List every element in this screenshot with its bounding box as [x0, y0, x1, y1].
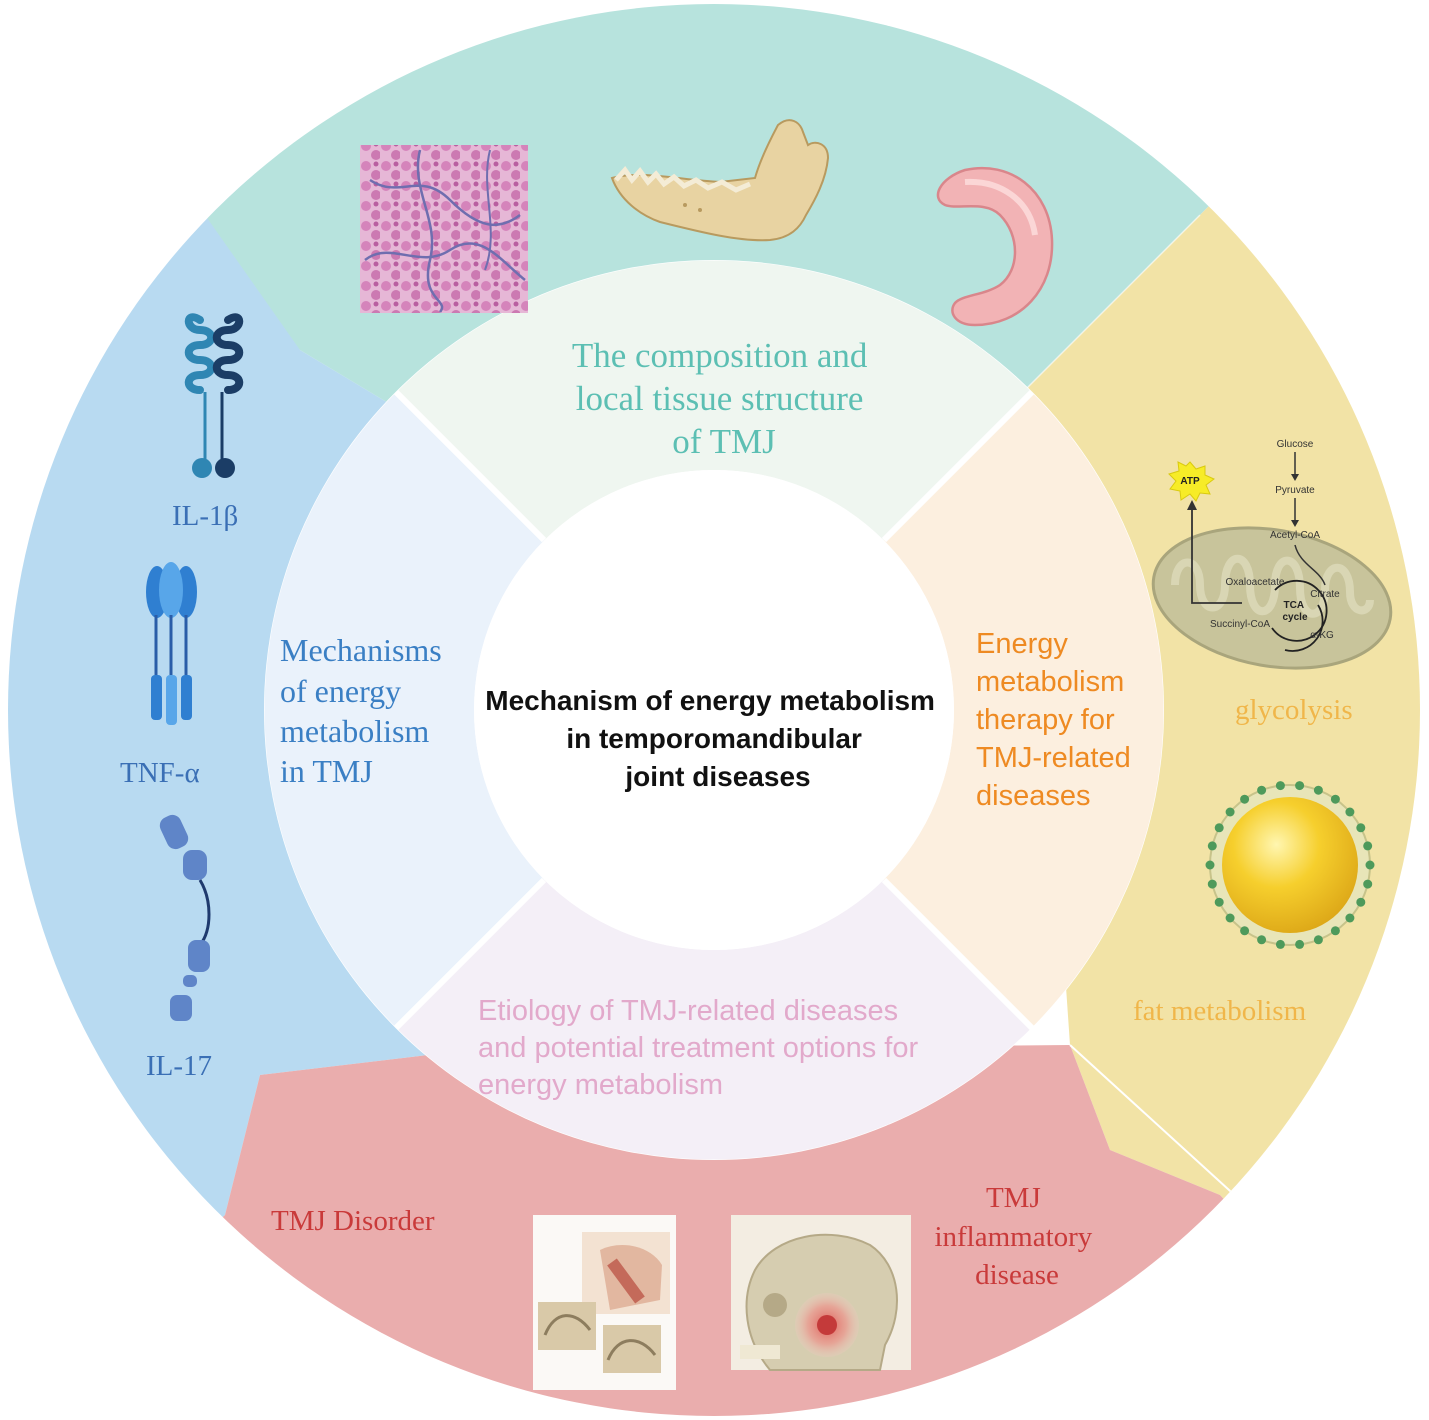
lipid-bead-icon: [1257, 935, 1267, 945]
tmj-disorder-illustration-icon: [533, 1215, 676, 1390]
inner-label-left-line: in TMJ: [280, 753, 373, 789]
tca-succinyl-coa: Succinyl-CoA: [1210, 619, 1270, 630]
lipid-bead-icon: [1295, 939, 1305, 949]
lipid-bead-icon: [1214, 897, 1224, 907]
tca-cycle-label: TCA cycle: [1282, 600, 1307, 623]
inner-segment-left: [264, 392, 545, 1028]
inner-label-top-line: of TMJ: [672, 422, 775, 461]
lipid-bead-icon: [1225, 807, 1235, 817]
tca-cycle-line: TCA: [1284, 600, 1304, 611]
inner-label-bottom-line: and potential treatment options for: [478, 1032, 918, 1064]
lipid-bead-icon: [1275, 939, 1285, 949]
outer-section-left: [8, 4, 470, 1416]
label-tnf-alpha: TNF-α: [120, 757, 200, 789]
lipid-bead-icon: [1313, 935, 1323, 945]
tca-citrate: Citrate: [1310, 589, 1340, 600]
lipid-bead-icon: [1207, 841, 1217, 851]
inner-label-bottom-line: Etiology of TMJ-related diseases: [478, 995, 898, 1027]
inner-label-right-line: diseases: [976, 780, 1090, 812]
mandible-bone-icon: [610, 119, 830, 242]
label-il-1b: IL-1β: [172, 500, 238, 532]
il17-receptor-icon: [159, 814, 211, 1021]
lipid-bead-icon: [1275, 781, 1285, 791]
tca-cycle-line: cycle: [1282, 612, 1307, 623]
inner-label-left: Mechanisms of energy metabolism in TMJ: [280, 632, 450, 789]
inner-label-right-line: TMJ-related: [976, 742, 1131, 774]
inner-segment-top: [396, 260, 1032, 541]
center-title-line: Mechanism of energy metabolism: [485, 685, 935, 716]
inner-label-right-line: metabolism: [976, 666, 1124, 698]
inner-label-right: Energy metabolism therapy for TMJ-relate…: [976, 628, 1139, 812]
lipid-bead-icon: [1345, 807, 1355, 817]
tca-oxaloacetate: Oxaloacetate: [1226, 577, 1285, 588]
lipid-bead-icon: [1363, 841, 1373, 851]
inner-ring: [264, 260, 1164, 1160]
lipid-bead-icon: [1330, 926, 1340, 936]
lipid-bead-icon: [1313, 785, 1323, 795]
label-tmj-inflammatory-disease: TMJ inflammatory disease: [934, 1182, 1099, 1291]
inner-label-bottom: Etiology of TMJ-related diseases and pot…: [478, 995, 926, 1101]
il1b-receptor-icon: [184, 313, 244, 478]
label-tmj-disorder: TMJ Disorder: [271, 1205, 435, 1237]
pathway-glucose: Glucose: [1277, 439, 1314, 450]
inner-label-top-line: The composition and: [572, 336, 868, 375]
inner-label-bottom-line: energy metabolism: [478, 1069, 723, 1101]
atp-label: ATP: [1180, 476, 1200, 487]
center-title-line: joint diseases: [624, 761, 810, 792]
inner-label-top-line: local tissue structure: [576, 379, 864, 418]
lipid-droplet-icon: [1205, 781, 1375, 949]
inner-segment-right: [883, 392, 1164, 1028]
skull-inflammation-icon: [731, 1215, 911, 1371]
lipid-bead-icon: [1363, 879, 1373, 889]
label-fat-metabolism: fat metabolism: [1133, 995, 1307, 1027]
lipid-bead-icon: [1214, 823, 1224, 833]
atp-burst-icon: ATP: [1168, 461, 1215, 502]
label-tmj-inflammatory-line: inflammatory: [934, 1221, 1092, 1253]
lipid-bead-icon: [1356, 823, 1366, 833]
lipid-bead-icon: [1257, 785, 1267, 795]
pathway-diagram: Glucose Pyruvate Acetyl-CoA TCA cycle Ox…: [1187, 439, 1340, 652]
lipid-bead-icon: [1225, 913, 1235, 923]
label-tmj-inflammatory-line: disease: [975, 1259, 1059, 1291]
center-title-line: in temporomandibular: [566, 723, 862, 754]
tnf-alpha-receptor-icon: [146, 562, 197, 725]
center-title: Mechanism of energy metabolism in tempor…: [485, 685, 942, 792]
lipid-bead-icon: [1207, 879, 1217, 889]
tca-alpha-kg: α-KG: [1310, 630, 1334, 641]
inner-segment-bottom: [396, 879, 1032, 1160]
lipid-bead-icon: [1240, 926, 1250, 936]
inner-label-left-line: metabolism: [280, 713, 429, 749]
pathway-acetyl-coa: Acetyl-CoA: [1270, 530, 1320, 541]
lipid-bead-icon: [1365, 860, 1375, 870]
label-glycolysis: glycolysis: [1235, 694, 1353, 726]
label-il-17: IL-17: [146, 1050, 212, 1082]
inner-label-right-line: therapy for: [976, 704, 1115, 736]
inner-label-left-line: Mechanisms: [280, 632, 442, 668]
lipid-bead-icon: [1240, 794, 1250, 804]
center-circle: [474, 470, 954, 950]
pathway-pyruvate: Pyruvate: [1275, 485, 1315, 496]
inner-label-top: The composition and local tissue structu…: [572, 336, 876, 461]
inner-label-right-line: Energy: [976, 628, 1068, 660]
label-tmj-inflammatory-line: TMJ: [986, 1182, 1041, 1214]
inner-label-left-line: of energy: [280, 673, 401, 709]
lipid-bead-icon: [1345, 913, 1355, 923]
lipid-bead-icon: [1205, 860, 1215, 870]
lipid-bead-icon: [1356, 897, 1366, 907]
lipid-bead-icon: [1330, 794, 1340, 804]
articular-disc-icon: [936, 166, 1054, 327]
lipid-bead-icon: [1295, 781, 1305, 791]
tissue-histology-icon: [360, 145, 528, 313]
